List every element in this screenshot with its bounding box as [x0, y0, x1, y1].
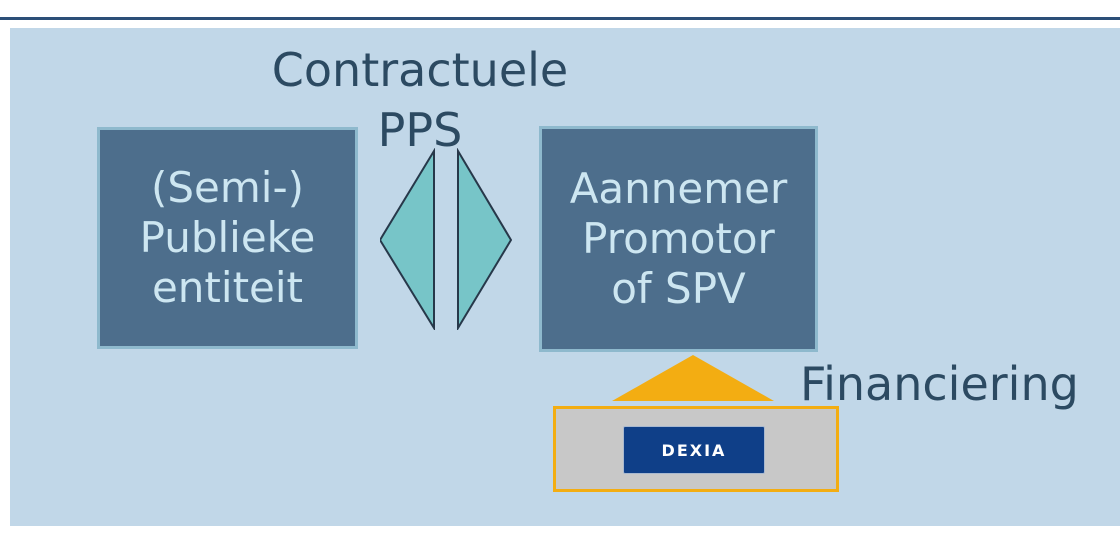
financing-label: Financiering	[800, 357, 1079, 411]
contract-caption: Contractuele PPS	[240, 40, 600, 160]
dexia-logo: DEXIA	[623, 426, 765, 474]
contractor-box: Aannemer Promotor of SPV	[539, 126, 818, 352]
bank-box: DEXIA	[553, 406, 839, 492]
right-arrow	[457, 148, 512, 330]
contractor-line1: Aannemer	[569, 164, 788, 213]
top-rule-line	[0, 17, 1120, 20]
public-entity-box: (Semi-) Publieke entiteit	[97, 127, 358, 349]
contract-caption-line1: Contractuele	[271, 43, 569, 97]
left-arrow	[380, 148, 435, 330]
financing-triangle-shape	[612, 355, 774, 401]
contractor-line2: Promotor	[582, 214, 775, 263]
top-rule	[0, 0, 1120, 20]
contractor-line3: of SPV	[611, 264, 746, 313]
bidirectional-arrows	[380, 148, 512, 330]
public-entity-line3: entiteit	[151, 263, 304, 312]
financing-triangle	[612, 355, 774, 401]
public-entity-line1: (Semi-)	[150, 163, 304, 212]
public-entity-line2: Publieke	[139, 213, 316, 262]
contract-caption-line2: PPS	[377, 103, 463, 157]
